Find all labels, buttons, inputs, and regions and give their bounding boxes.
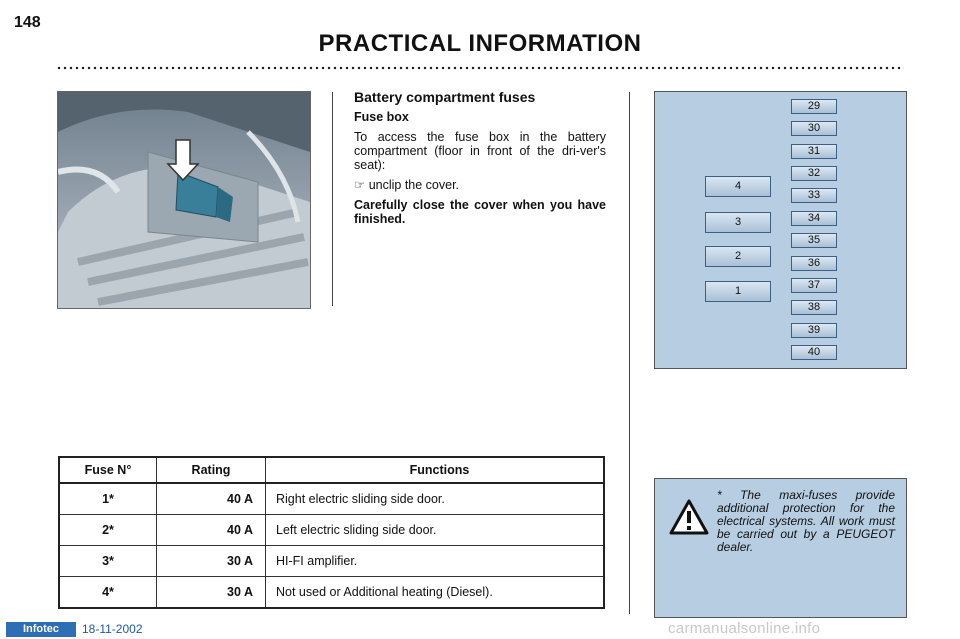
maxi-fuse: 1 — [705, 281, 771, 302]
fuse-function: Not used or Additional heating (Diesel). — [265, 576, 604, 609]
table-row: 1* 40 A Right electric sliding side door… — [59, 483, 604, 515]
table-row: 3* 30 A HI-FI amplifier. — [59, 545, 604, 577]
fuse-box-subheading: Fuse box — [354, 110, 409, 124]
bullet-text: unclip the cover. — [368, 178, 460, 192]
small-fuse: 39 — [791, 323, 837, 338]
warning-note-text: * The maxi-fuses provide additional prot… — [717, 488, 895, 554]
small-fuse: 37 — [791, 278, 837, 293]
maxi-fuse: 2 — [705, 246, 771, 267]
page-title: PRACTICAL INFORMATION — [318, 30, 642, 57]
fuse-rating: 30 A — [156, 545, 266, 577]
fuse-function: Left electric sliding side door. — [265, 514, 604, 546]
table-row: 4* 30 A Not used or Additional heating (… — [59, 576, 604, 609]
small-fuse: 36 — [791, 256, 837, 271]
small-fuse: 35 — [791, 233, 837, 248]
battery-compartment-illustration — [58, 92, 310, 308]
page-number: 148 — [14, 14, 41, 31]
small-fuse: 34 — [791, 211, 837, 226]
fuse-function: HI-FI amplifier. — [265, 545, 604, 577]
section-heading: Battery compartment fuses — [354, 89, 536, 105]
column-divider-left — [332, 92, 333, 306]
small-fuse: 30 — [791, 121, 837, 136]
down-arrow-icon — [166, 139, 200, 182]
access-instructions: To access the fuse box in the battery co… — [354, 130, 606, 172]
brand-badge: Infotec — [6, 622, 76, 637]
small-fuse: 29 — [791, 99, 837, 114]
header-rating: Rating — [156, 457, 266, 484]
fuse-rating: 30 A — [156, 576, 266, 609]
fuse-box-diagram: 4 3 2 1 29 30 31 32 33 34 35 36 37 38 39… — [654, 91, 907, 369]
small-fuse: 40 — [791, 345, 837, 360]
small-fuse: 32 — [791, 166, 837, 181]
small-fuse: 38 — [791, 300, 837, 315]
header-fuse-number: Fuse N° — [59, 457, 157, 484]
maxi-fuse: 4 — [705, 176, 771, 197]
pointing-hand-icon: ☞ — [354, 178, 366, 192]
maxi-fuse: 3 — [705, 212, 771, 233]
fuse-rating: 40 A — [156, 514, 266, 546]
battery-compartment-photo — [57, 91, 311, 309]
fuse-number: 1* — [59, 483, 157, 515]
table-row: 2* 40 A Left electric sliding side door. — [59, 514, 604, 546]
bullet-unclip: ☞ unclip the cover. — [354, 178, 606, 192]
header-functions: Functions — [265, 457, 604, 484]
fuse-table: Fuse N° Rating Functions 1* 40 A Right e… — [58, 456, 605, 609]
fuse-number: 4* — [59, 576, 157, 609]
table-header-row: Fuse N° Rating Functions — [59, 457, 604, 484]
instructions-column: Battery compartment fuses Fuse box To ac… — [354, 90, 606, 232]
warning-note-box: * The maxi-fuses provide additional prot… — [654, 478, 907, 618]
small-fuse: 33 — [791, 188, 837, 203]
warning-triangle-icon — [669, 499, 709, 535]
fuse-rating: 40 A — [156, 483, 266, 515]
document-date: 18-11-2002 — [82, 622, 143, 636]
dotted-divider — [56, 66, 904, 70]
fuse-function: Right electric sliding side door. — [265, 483, 604, 515]
watermark: carmanualsonline.info — [668, 620, 821, 637]
fuse-number: 2* — [59, 514, 157, 546]
close-cover-note: Carefully close the cover when you have … — [354, 198, 606, 226]
fuse-number: 3* — [59, 545, 157, 577]
column-divider-right — [629, 92, 630, 614]
small-fuse: 31 — [791, 144, 837, 159]
